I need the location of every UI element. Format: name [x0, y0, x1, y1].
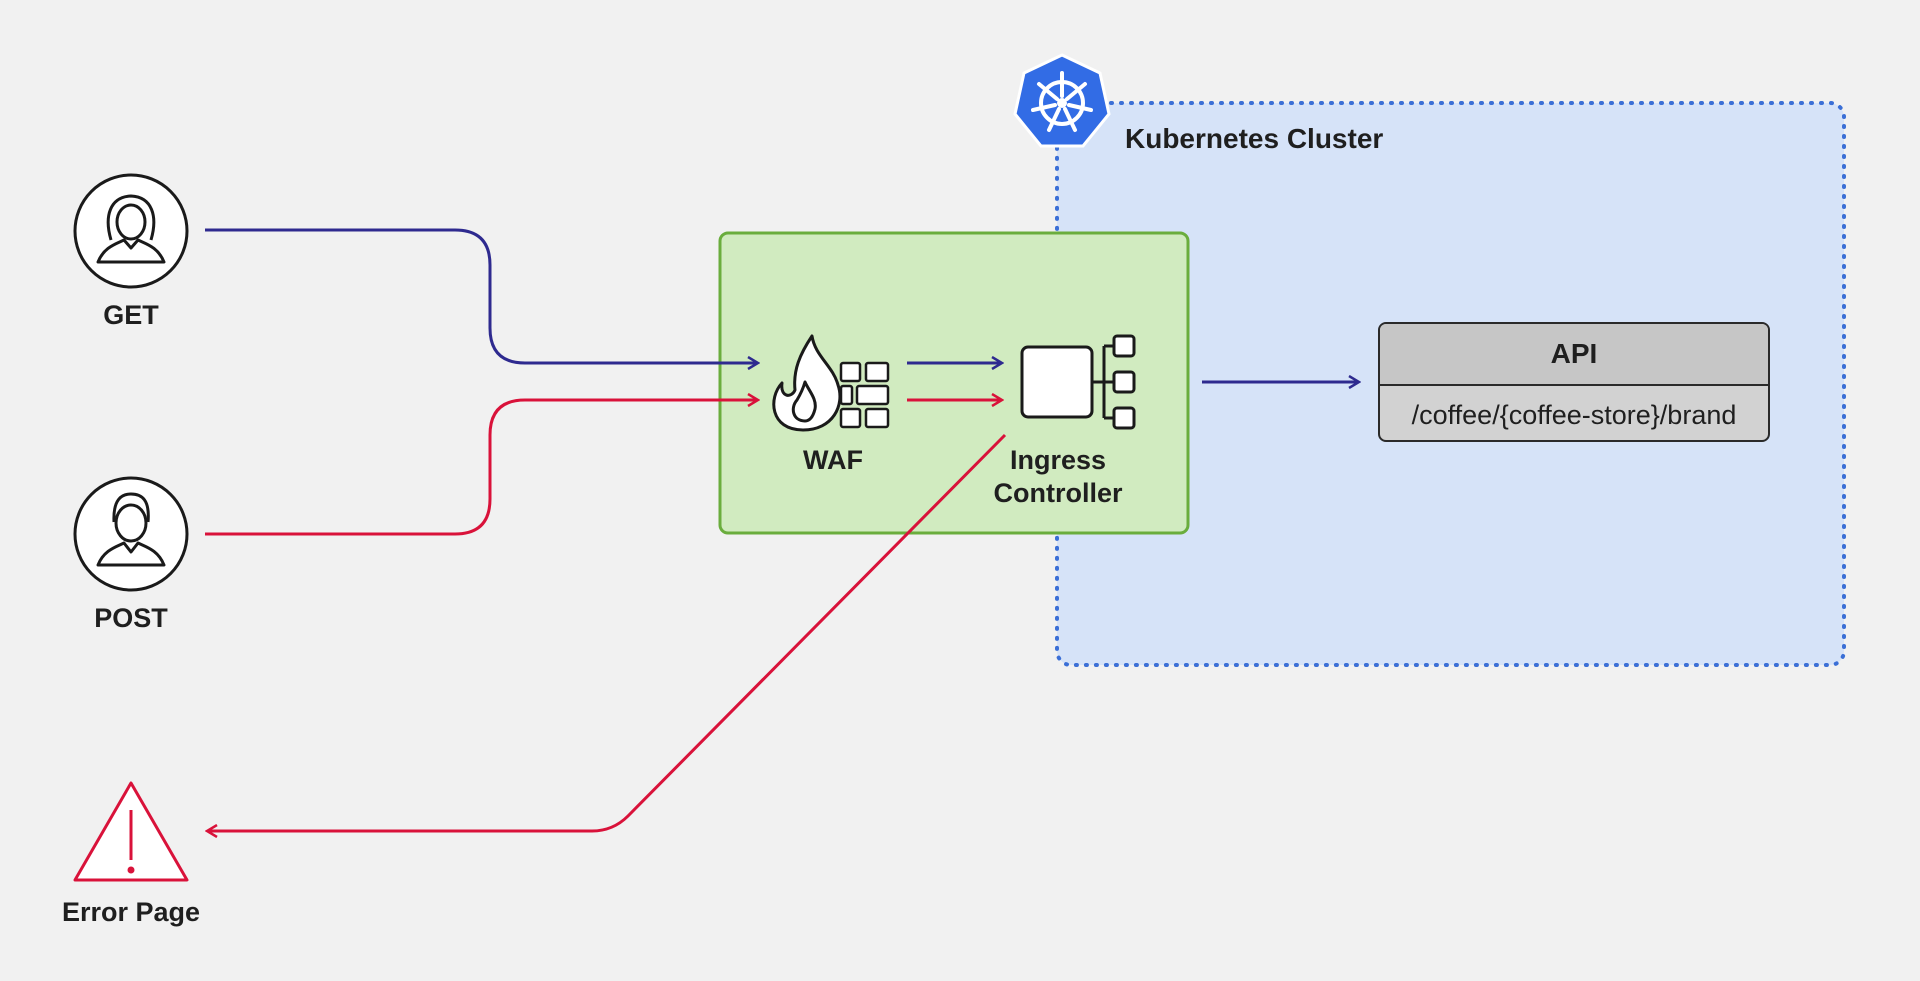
user-male-icon [73, 476, 189, 592]
api-title: API [1380, 324, 1768, 386]
ingress-controller-icon [1020, 334, 1136, 430]
user-female-icon [73, 173, 189, 289]
api-box: API /coffee/{coffee-store}/brand [1378, 322, 1770, 442]
ingress-label-line2: Controller [993, 478, 1123, 508]
waf-ingress-box [718, 231, 1190, 535]
error-page-label: Error Page [61, 897, 201, 927]
post-flow-arrow [205, 400, 758, 536]
post-label: POST [94, 603, 168, 633]
waf-label: WAF [803, 445, 863, 475]
warning-triangle-icon [73, 781, 189, 882]
ingress-controller-label: Ingress Controller [993, 444, 1122, 510]
get-label: GET [103, 300, 159, 330]
get-flow-arrow [205, 228, 758, 363]
ingress-label-line1: Ingress [1009, 445, 1107, 475]
kubernetes-helm-icon [1013, 53, 1111, 148]
api-path: /coffee/{coffee-store}/brand [1411, 399, 1737, 430]
kubernetes-cluster-label: Kubernetes Cluster [1125, 123, 1384, 154]
error-return-arrow [207, 433, 1007, 831]
firewall-flame-icon [772, 334, 890, 432]
